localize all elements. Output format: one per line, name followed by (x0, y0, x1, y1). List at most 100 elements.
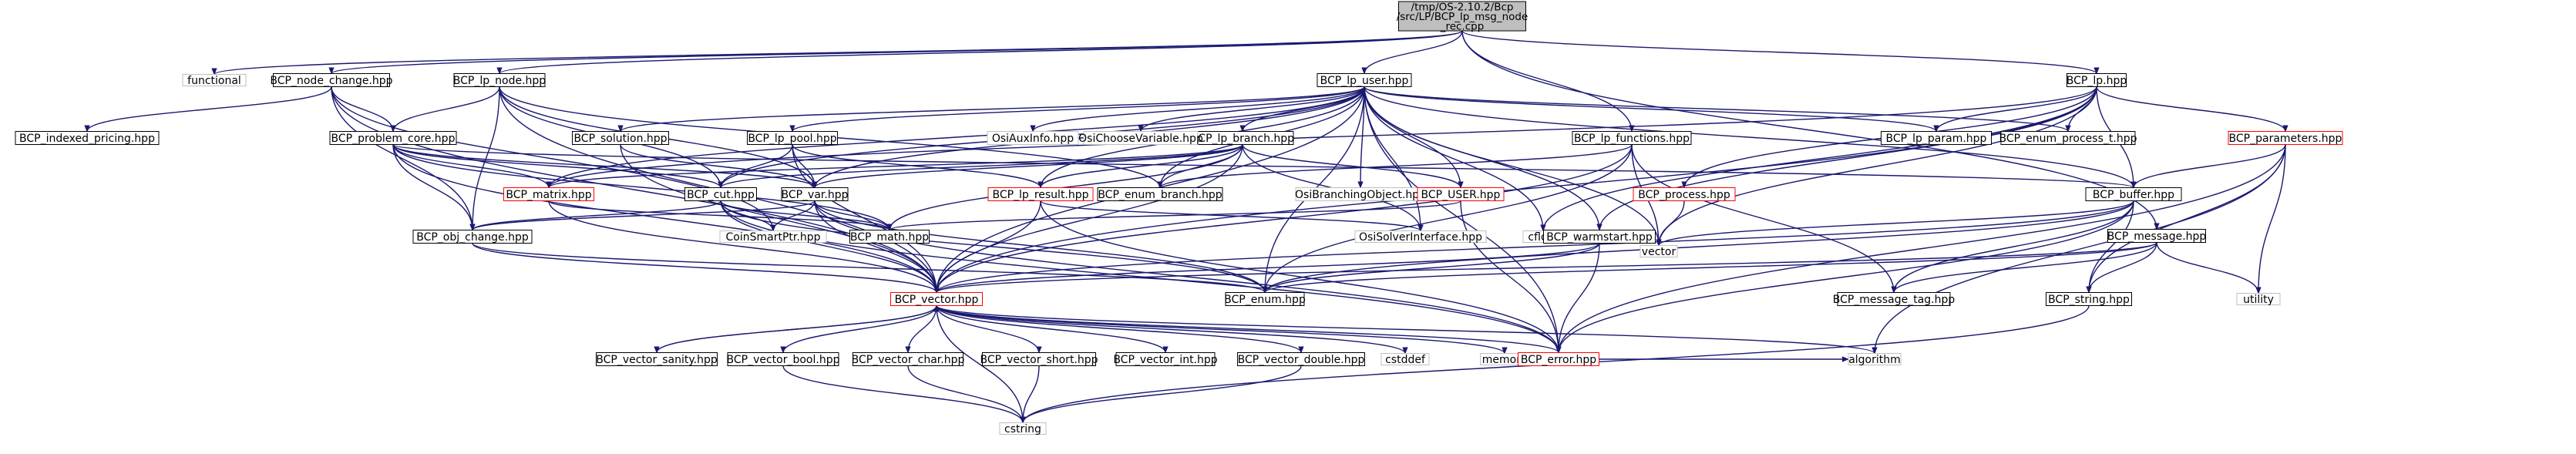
node-node-change[interactable]: BCP_node_change.hpp (270, 73, 393, 88)
node-lp-branch[interactable]: BCP_lp_branch.hpp (1191, 131, 1294, 146)
node-box (1225, 292, 1305, 306)
node-vector-int[interactable]: BCP_vector_int.hpp (1113, 352, 1218, 367)
node-math[interactable]: BCP_math.hpp (849, 230, 930, 244)
node-bcp-user[interactable]: BCP_USER.hpp (1417, 187, 1505, 202)
node-warmstart[interactable]: BCP_warmstart.hpp (1543, 230, 1656, 244)
edge-var-to-enum (814, 200, 1265, 293)
node-label: BCP_buffer.hpp (2093, 189, 2174, 201)
node-box (572, 131, 669, 145)
node-coinsmartptr[interactable]: CoinSmartPtr.hpp (719, 230, 827, 244)
node-label: cstddef (1385, 354, 1426, 366)
edge-cut-to-bcp-vector (720, 200, 937, 293)
edge-var-to-coinsmartptr (773, 200, 816, 231)
node-box (719, 230, 827, 243)
node-lp-param[interactable]: BCP_lp_param.hpp (1881, 131, 1992, 146)
edge-root-to-lp (1461, 30, 2097, 75)
node-bcp-vector[interactable]: BCP_vector.hpp (890, 292, 983, 307)
node-label: BCP_node_change.hpp (270, 75, 392, 87)
node-var[interactable]: BCP_var.hpp (781, 187, 849, 202)
edge-node-change-to-coinsmartptr (331, 86, 773, 231)
node-label: BCP_vector_sanity.hpp (596, 354, 718, 366)
edge-lp-user-to-lp-pool (792, 86, 1365, 133)
edge-root-to-lp-user (1364, 30, 1463, 74)
node-utility[interactable]: utility (2236, 293, 2281, 307)
node-buffer[interactable]: BCP_buffer.hpp (2085, 187, 2182, 202)
node-message-tag[interactable]: BCP_message_tag.hpp (1833, 292, 1956, 307)
node-label: BCP_lp_node.hpp (453, 75, 546, 87)
node-osisolver[interactable]: OsiSolverInterface.hpp (1354, 230, 1487, 244)
edge-lp-to-parameters (2096, 86, 2285, 132)
node-cut[interactable]: BCP_cut.hpp (684, 187, 757, 202)
node-process[interactable]: BCP_process.hpp (1633, 187, 1736, 202)
node-label: BCP_lp.hpp (2067, 75, 2127, 87)
node-cstring[interactable]: cstring (999, 422, 1047, 436)
node-label: functional (187, 75, 241, 87)
edge-problem-core-to-buffer (392, 143, 2134, 189)
node-label: BCP_vector_int.hpp (1113, 354, 1217, 366)
node-functional[interactable]: functional (182, 74, 247, 88)
node-error[interactable]: BCP_error.hpp (1518, 352, 1599, 367)
edge-problem-core-to-obj-change (392, 144, 472, 230)
node-bcp-string[interactable]: BCP_string.hpp (2046, 292, 2132, 307)
node-solution[interactable]: BCP_solution.hpp (572, 131, 669, 146)
node-obj-change[interactable]: BCP_obj_change.hpp (412, 230, 533, 244)
node-label: memory (1482, 354, 1528, 366)
node-label: BCP_warmstart.hpp (1546, 231, 1653, 244)
node-box (890, 292, 983, 306)
edge-bcp-vector-to-vector-char (908, 305, 937, 353)
node-label: BCP_obj_change.hpp (416, 231, 529, 244)
node-enum-branch[interactable]: BCP_enum_branch.hpp (1097, 187, 1223, 202)
node-lp-user[interactable]: BCP_lp_user.hpp (1317, 73, 1412, 88)
node-lp[interactable]: BCP_lp.hpp (2067, 73, 2127, 88)
edge-obj-change-to-enum (472, 242, 1265, 294)
node-problem-core[interactable]: BCP_problem_core.hpp (329, 131, 457, 146)
edge-message-to-bcp-vector (937, 241, 2157, 294)
edge-buffer-to-message-tag (1894, 200, 2134, 293)
node-box (453, 73, 546, 87)
node-label: /src/LP/BCP_lp_msg_node (1397, 11, 1528, 23)
edge-message-to-message-tag (1894, 242, 2157, 293)
edge-problem-core-to-cut (392, 144, 721, 188)
node-lp-result[interactable]: BCP_lp_result.hpp (987, 187, 1094, 202)
node-box (15, 131, 160, 145)
node-vector-char[interactable]: BCP_vector_char.hpp (852, 352, 965, 367)
node-osiauxinfo[interactable]: OsiAuxInfo.hpp (987, 131, 1079, 146)
node-osichoosevar[interactable]: OsiChooseVariable.hpp (1078, 131, 1203, 146)
node-cstddef[interactable]: cstddef (1380, 353, 1430, 367)
edge-obj-change-to-bcp-vector (472, 243, 937, 293)
node-lp-functions[interactable]: BCP_lp_functions.hpp (1572, 131, 1692, 146)
edge-problem-core-to-matrix (392, 144, 549, 188)
node-vector-bool[interactable]: BCP_vector_bool.hpp (727, 352, 840, 367)
node-parameters[interactable]: BCP_parameters.hpp (2228, 131, 2343, 146)
edge-bcp-vector-to-vector-double (936, 305, 1301, 353)
node-enum-process-t[interactable]: BCP_enum_process_t.hpp (1999, 131, 2137, 146)
edge-lp-to-warmstart (1599, 86, 2097, 230)
node-label: BCP_lp_param.hpp (1886, 133, 1987, 145)
node-vector-short[interactable]: BCP_vector_short.hpp (980, 352, 1098, 367)
edge-lp-branch-to-lp-result (1041, 144, 1243, 188)
node-memory[interactable]: memory (1480, 353, 1529, 367)
node-matrix[interactable]: BCP_matrix.hpp (503, 187, 594, 202)
edge-bcp-user-to-error (1460, 200, 1559, 353)
node-box (781, 187, 849, 201)
node-lp-node[interactable]: BCP_lp_node.hpp (453, 73, 546, 88)
node-indexed-pricing[interactable]: BCP_indexed_pricing.hpp (15, 131, 160, 146)
node-label: BCP_enum_process_t.hpp (1999, 133, 2137, 145)
node-vector-double[interactable]: BCP_vector_double.hpp (1237, 352, 1365, 367)
edge-problem-core-to-bcp-vector (392, 144, 937, 293)
edge-lp-branch-to-cut (721, 143, 1243, 189)
node-enum[interactable]: BCP_enum.hpp (1224, 292, 1306, 307)
node-box (2046, 292, 2132, 306)
node-vector-std[interactable]: vector (1639, 245, 1678, 259)
node-lp-pool[interactable]: BCP_lp_pool.hpp (747, 131, 838, 146)
node-label: BCP_message.hpp (2107, 230, 2207, 243)
node-algorithm[interactable]: algorithm (1848, 353, 1902, 367)
edge-solution-to-var (620, 144, 815, 188)
node-vector-sanity[interactable]: BCP_vector_sanity.hpp (596, 352, 718, 367)
node-box (1639, 245, 1678, 257)
edge-lp-user-to-osichoosevar (1141, 86, 1365, 132)
node-message[interactable]: BCP_message.hpp (2107, 229, 2207, 244)
node-osibranching[interactable]: OsiBranchingObject.hpp (1295, 187, 1426, 202)
edge-node-change-to-bcp-vector (331, 86, 937, 293)
node-box (853, 352, 963, 366)
